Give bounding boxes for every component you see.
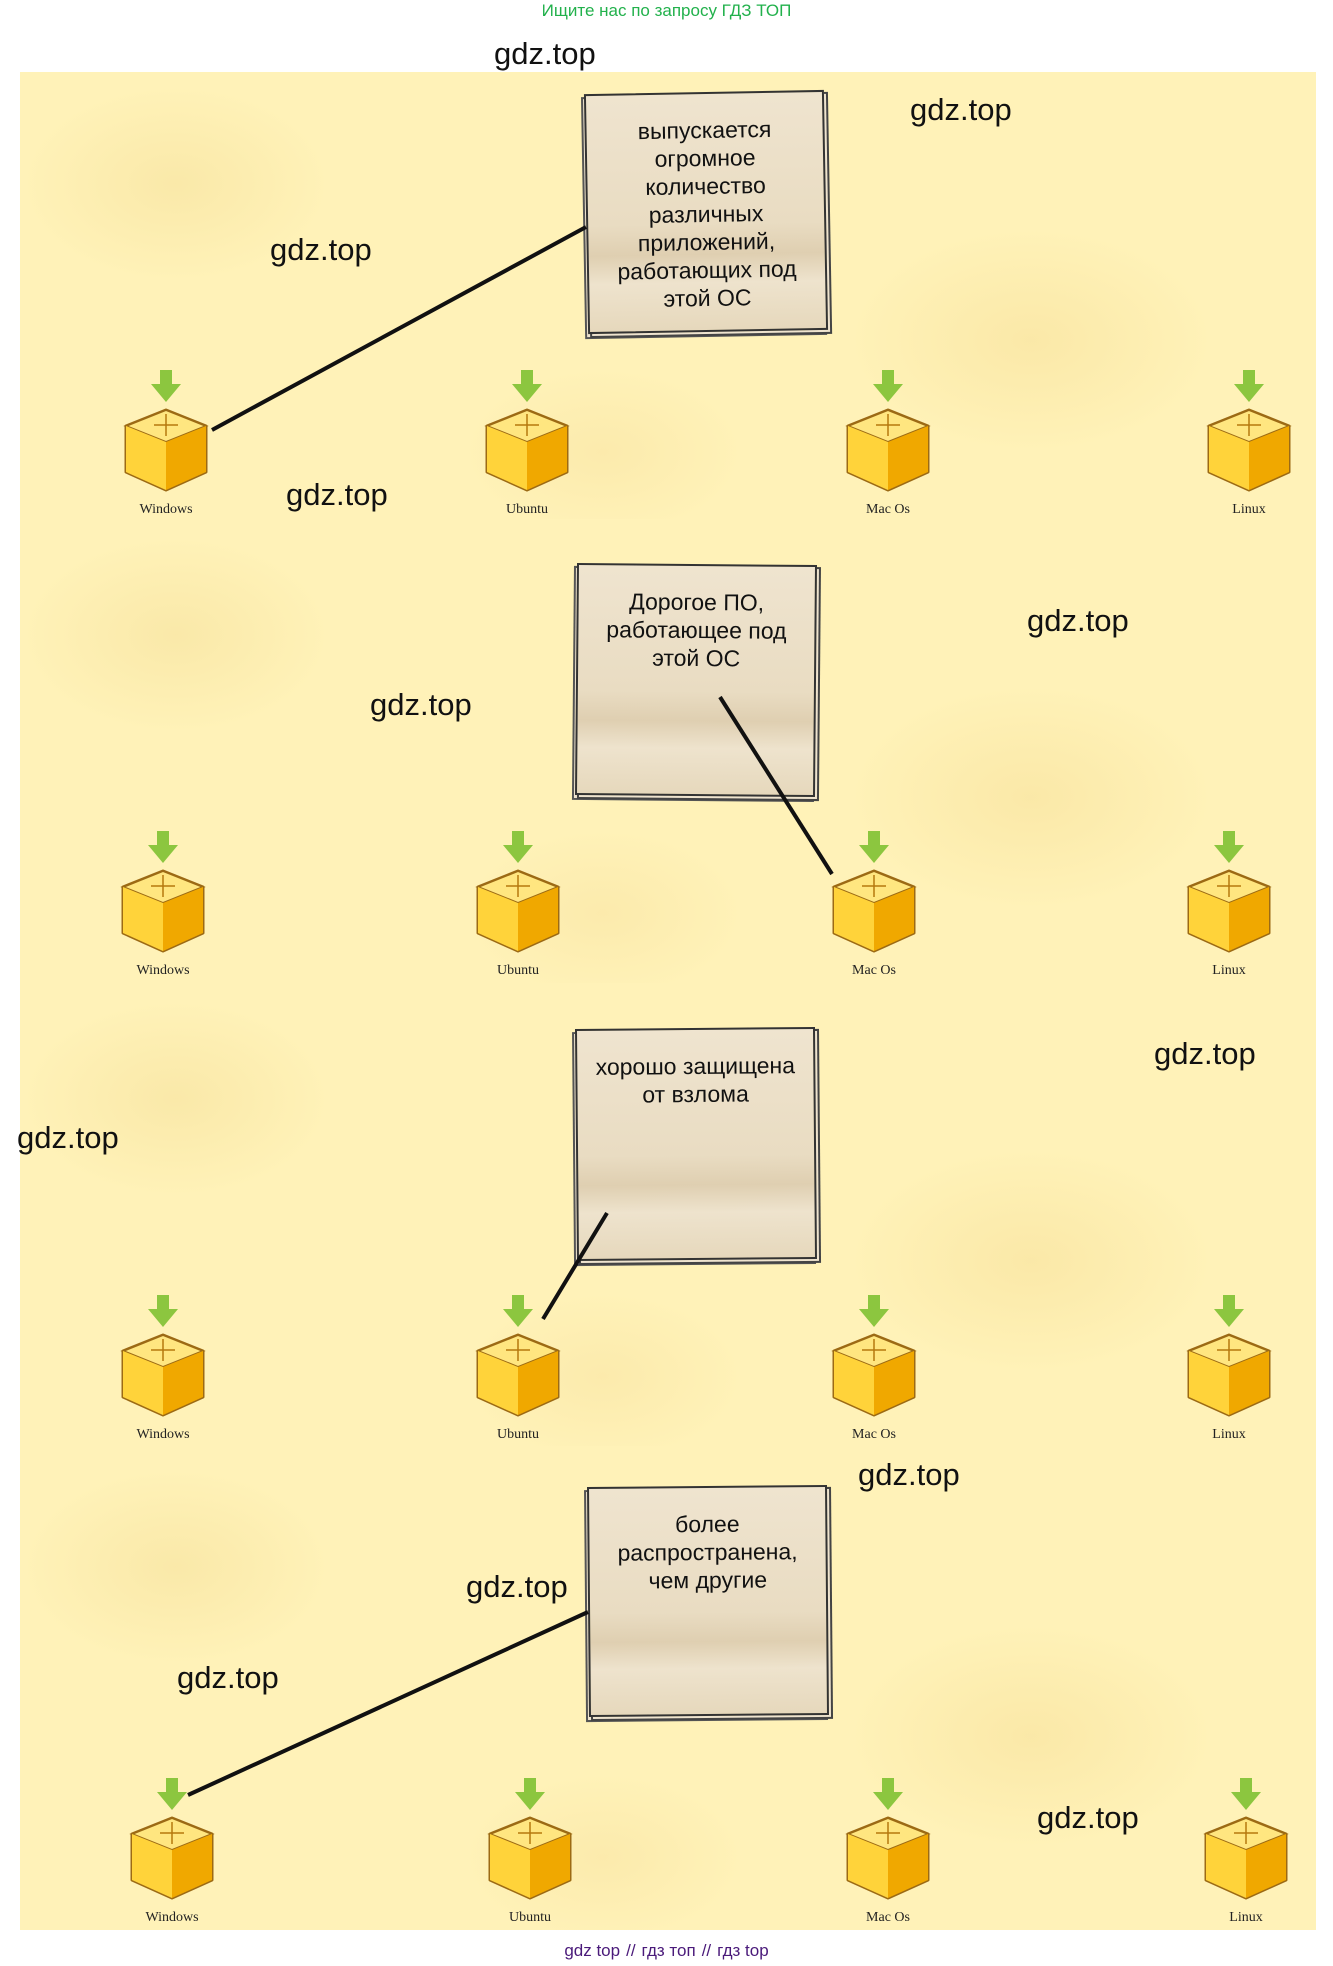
os-package-linux[interactable]: Linux <box>1179 831 1279 981</box>
footer-link[interactable]: гдз top <box>717 1941 769 1960</box>
watermark: gdz.top <box>1154 1036 1256 1071</box>
connector-line <box>541 1211 609 1321</box>
package-box-icon <box>129 1778 215 1900</box>
package-box-icon <box>1206 370 1292 492</box>
download-arrow-icon <box>859 1295 889 1327</box>
os-label: Mac Os <box>866 502 910 517</box>
download-arrow-icon <box>151 370 181 402</box>
download-arrow-icon <box>873 1778 903 1810</box>
download-arrow-icon <box>1234 370 1264 402</box>
download-arrow-icon <box>873 370 903 402</box>
package-box-icon <box>1186 831 1272 953</box>
watermark: gdz.top <box>286 477 388 512</box>
matching-panel-2: Дорогое ПО, работающее под этой ОС Windo… <box>20 519 1316 983</box>
package-box-icon <box>831 831 917 953</box>
watermark: gdz.top <box>494 36 596 71</box>
download-arrow-icon <box>157 1778 187 1810</box>
os-label: Ubuntu <box>497 1427 539 1442</box>
os-label: Linux <box>1212 1427 1246 1442</box>
matching-panel-4: более распространена, чем другие Windows… <box>20 1446 1316 1930</box>
os-package-ubuntu[interactable]: Ubuntu <box>468 831 568 981</box>
watermark: gdz.top <box>466 1569 568 1604</box>
os-package-linux[interactable]: Linux <box>1199 370 1299 520</box>
matching-panel-3: хорошо защищена от взлома Windows Ubuntu <box>20 983 1316 1446</box>
os-package-ubuntu[interactable]: Ubuntu <box>480 1778 580 1928</box>
os-label: Mac Os <box>852 1427 896 1442</box>
download-arrow-icon <box>148 1295 178 1327</box>
os-label: Windows <box>136 1427 190 1442</box>
package-box-icon <box>123 370 209 492</box>
package-box-icon <box>120 1295 206 1417</box>
os-label: Windows <box>136 963 190 978</box>
download-arrow-icon <box>859 831 889 863</box>
package-box-icon <box>475 831 561 953</box>
watermark: gdz.top <box>177 1660 279 1695</box>
os-label: Linux <box>1229 1910 1263 1925</box>
footer-separator: // <box>626 1941 636 1960</box>
package-box-icon <box>487 1778 573 1900</box>
footer-link[interactable]: gdz top <box>564 1941 621 1960</box>
os-label: Windows <box>139 502 193 517</box>
package-box-icon <box>484 370 570 492</box>
os-label: Mac Os <box>866 1910 910 1925</box>
package-box-icon <box>831 1295 917 1417</box>
os-package-macos[interactable]: Mac Os <box>824 1295 924 1445</box>
os-package-ubuntu[interactable]: Ubuntu <box>477 370 577 520</box>
os-package-ubuntu[interactable]: Ubuntu <box>468 1295 568 1445</box>
watermark: gdz.top <box>1037 1800 1139 1835</box>
os-package-linux[interactable]: Linux <box>1179 1295 1279 1445</box>
matching-panel-1: выпускается огромное количество различны… <box>20 72 1316 519</box>
connector-lines <box>187 1610 589 1797</box>
connector-lines <box>718 695 834 876</box>
connector-line <box>211 225 587 432</box>
top-banner: Ищите нас по запросу ГДЗ ТОП <box>541 1 792 20</box>
watermark: gdz.top <box>1027 603 1129 638</box>
download-arrow-icon <box>503 831 533 863</box>
footer-links: gdz top // гдз топ // гдз top <box>0 1940 1333 1966</box>
connector-line <box>187 1610 589 1797</box>
os-package-linux[interactable]: Linux <box>1196 1778 1296 1928</box>
download-arrow-icon <box>515 1778 545 1810</box>
package-box-icon <box>845 1778 931 1900</box>
os-label: Linux <box>1212 963 1246 978</box>
connector-lines <box>541 1211 609 1321</box>
os-label: Linux <box>1232 502 1266 517</box>
package-box-icon <box>120 831 206 953</box>
download-arrow-icon <box>503 1295 533 1327</box>
os-label: Ubuntu <box>497 963 539 978</box>
package-box-icon <box>1203 1778 1289 1900</box>
os-label: Ubuntu <box>509 1910 551 1925</box>
os-package-windows[interactable]: Windows <box>113 1295 213 1445</box>
package-box-icon <box>475 1295 561 1417</box>
download-arrow-icon <box>512 370 542 402</box>
download-arrow-icon <box>1231 1778 1261 1810</box>
os-label: Ubuntu <box>506 502 548 517</box>
footer-separator: // <box>701 1941 712 1960</box>
connector-line <box>718 695 834 876</box>
download-arrow-icon <box>148 831 178 863</box>
download-arrow-icon <box>1214 1295 1244 1327</box>
os-label: Windows <box>145 1910 199 1925</box>
package-box-icon <box>845 370 931 492</box>
os-package-windows[interactable]: Windows <box>113 831 213 981</box>
os-label: Mac Os <box>852 963 896 978</box>
watermark: gdz.top <box>370 687 472 722</box>
os-package-windows[interactable]: Windows <box>122 1778 222 1928</box>
connector-lines <box>211 225 587 432</box>
package-box-icon <box>1186 1295 1272 1417</box>
download-arrow-icon <box>1214 831 1244 863</box>
os-package-macos[interactable]: Mac Os <box>824 831 924 981</box>
watermark: gdz.top <box>858 1457 960 1492</box>
os-package-macos[interactable]: Mac Os <box>838 370 938 520</box>
watermark: gdz.top <box>270 232 372 267</box>
watermark: gdz.top <box>910 92 1012 127</box>
footer-link[interactable]: гдз топ <box>641 1941 696 1960</box>
os-package-macos[interactable]: Mac Os <box>838 1778 938 1928</box>
watermark: gdz.top <box>17 1120 119 1155</box>
os-package-windows[interactable]: Windows <box>116 370 216 520</box>
